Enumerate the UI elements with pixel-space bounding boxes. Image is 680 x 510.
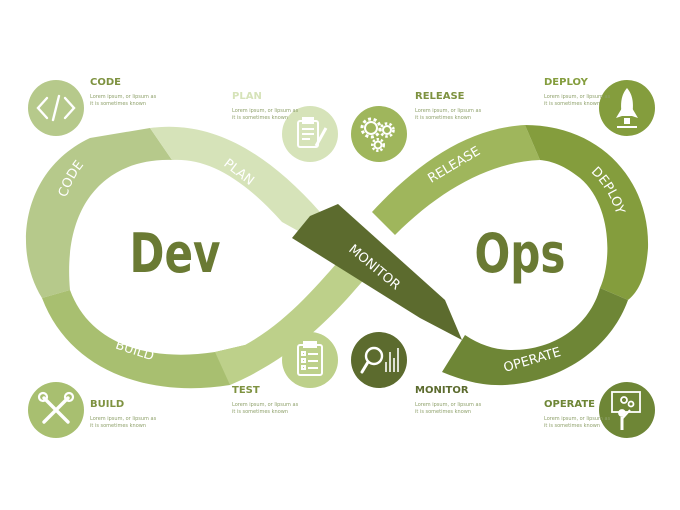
info-deploy: DEPLOY Lorem ipsum, or lipsum as it is s… — [544, 77, 611, 107]
info-plan: PLAN Lorem ipsum, or lipsum as it is som… — [232, 91, 299, 121]
deploy-icon-circle — [599, 80, 655, 136]
info-line2-monitor: it is sometimes known — [415, 409, 471, 415]
info-line1-monitor: Lorem ipsum, or lipsum as — [415, 402, 482, 408]
clipboard-icon — [297, 117, 328, 148]
release-icon-circle — [351, 106, 407, 162]
presenter-icon — [611, 391, 641, 430]
rocket-icon — [616, 88, 638, 128]
band-label-test: TEST — [269, 273, 303, 308]
band-release — [372, 125, 540, 235]
band-code — [25, 128, 172, 298]
info-monitor: MONITOR Lorem ipsum, or lipsum as it is … — [415, 385, 482, 415]
band-deploy — [525, 125, 649, 300]
info-title-test: TEST — [232, 385, 260, 396]
info-title-deploy: DEPLOY — [544, 77, 589, 88]
info-line1-deploy: Lorem ipsum, or lipsum as — [544, 94, 611, 100]
info-title-code: CODE — [90, 77, 121, 88]
info-line2-operate: it is sometimes known — [544, 423, 600, 429]
info-title-plan: PLAN — [232, 91, 262, 102]
band-test — [215, 248, 372, 385]
gears-icon — [360, 117, 395, 152]
info-line1-code: Lorem ipsum, or lipsum as — [90, 94, 157, 100]
info-line2-plan: it is sometimes known — [232, 115, 288, 121]
center-word-dev: Dev — [130, 223, 221, 285]
test-icon-circle — [282, 332, 338, 388]
info-line2-deploy: it is sometimes known — [544, 101, 600, 107]
info-title-operate: OPERATE — [544, 399, 595, 410]
build-icon-circle — [28, 382, 84, 438]
info-line1-operate: Lorem ipsum, or lipsum as — [544, 416, 611, 422]
tools-icon — [37, 391, 75, 424]
info-line1-test: Lorem ipsum, or lipsum as — [232, 402, 299, 408]
info-line2-test: it is sometimes known — [232, 409, 288, 415]
info-line2-release: it is sometimes known — [415, 115, 471, 121]
info-operate: OPERATE Lorem ipsum, or lipsum as it is … — [544, 399, 611, 429]
code-icon-circle — [28, 80, 84, 136]
info-line2-code: it is sometimes known — [90, 101, 146, 107]
info-title-build: BUILD — [90, 399, 124, 410]
operate-icon-circle — [599, 382, 655, 438]
plan-icon-circle — [282, 106, 338, 162]
magnifier-chart-icon — [360, 346, 399, 374]
band-build — [42, 290, 245, 389]
band-operate — [442, 288, 628, 386]
center-word-ops: Ops — [474, 223, 565, 285]
info-line2-build: it is sometimes known — [90, 423, 146, 429]
info-code: CODE Lorem ipsum, or lipsum as it is som… — [90, 77, 157, 107]
info-test: TEST Lorem ipsum, or lipsum as it is som… — [232, 385, 299, 415]
checklist-icon — [297, 341, 323, 376]
info-release: RELEASE Lorem ipsum, or lipsum as it is … — [415, 91, 482, 121]
info-title-monitor: MONITOR — [415, 385, 469, 396]
info-build: BUILD Lorem ipsum, or lipsum as it is so… — [90, 399, 157, 429]
info-title-release: RELEASE — [415, 91, 465, 102]
band-monitor — [292, 204, 462, 340]
code-brackets-icon — [36, 94, 76, 122]
svg-text:TEST: TEST — [269, 273, 303, 308]
info-line1-release: Lorem ipsum, or lipsum as — [415, 108, 482, 114]
monitor-icon-circle — [351, 332, 407, 388]
info-line1-build: Lorem ipsum, or lipsum as — [90, 416, 157, 422]
band-plan — [150, 126, 320, 232]
info-line1-plan: Lorem ipsum, or lipsum as — [232, 108, 299, 114]
